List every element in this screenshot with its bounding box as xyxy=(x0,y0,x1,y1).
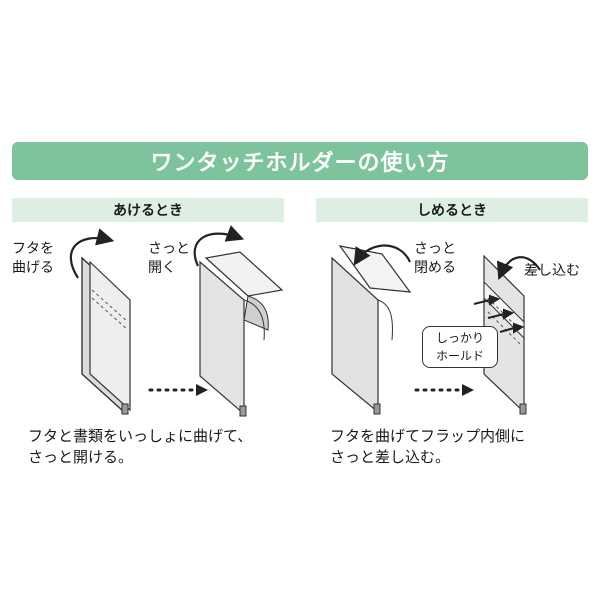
close-step1-folder xyxy=(331,245,412,415)
title-bar: ワンタッチホルダーの使い方 xyxy=(12,142,588,180)
close-step1-label: さっと 閉める xyxy=(414,241,456,276)
hold-callout: しっかり ホールド xyxy=(422,326,498,368)
open-caption: フタと書類をいっしょに曲げて、 さっと開ける。 xyxy=(28,427,253,466)
open-step1-folder xyxy=(81,256,131,415)
bend-arrow-icon xyxy=(69,228,115,279)
close-section-header: しめるとき xyxy=(316,198,588,222)
open-arrow-icon xyxy=(193,225,245,267)
dotted-arrow-icon-1 xyxy=(148,384,208,396)
hold-arrows-icon xyxy=(473,294,525,334)
close-arrow-icon xyxy=(353,244,412,266)
dotted-arrow-icon-2 xyxy=(414,384,474,396)
close-caption: フタを曲げてフラップ内側に さっと差し込む。 xyxy=(330,427,526,466)
open-step2-label: さっと 開く xyxy=(148,241,190,276)
page-title: ワンタッチホルダーの使い方 xyxy=(150,151,450,176)
close-step2-label: 差し込む xyxy=(524,263,580,279)
open-section-header: あけるとき xyxy=(12,198,284,222)
open-step2-folder xyxy=(199,251,284,417)
insert-arrow-icon xyxy=(496,256,541,281)
open-step1-label: フタを 曲げる xyxy=(12,241,54,276)
